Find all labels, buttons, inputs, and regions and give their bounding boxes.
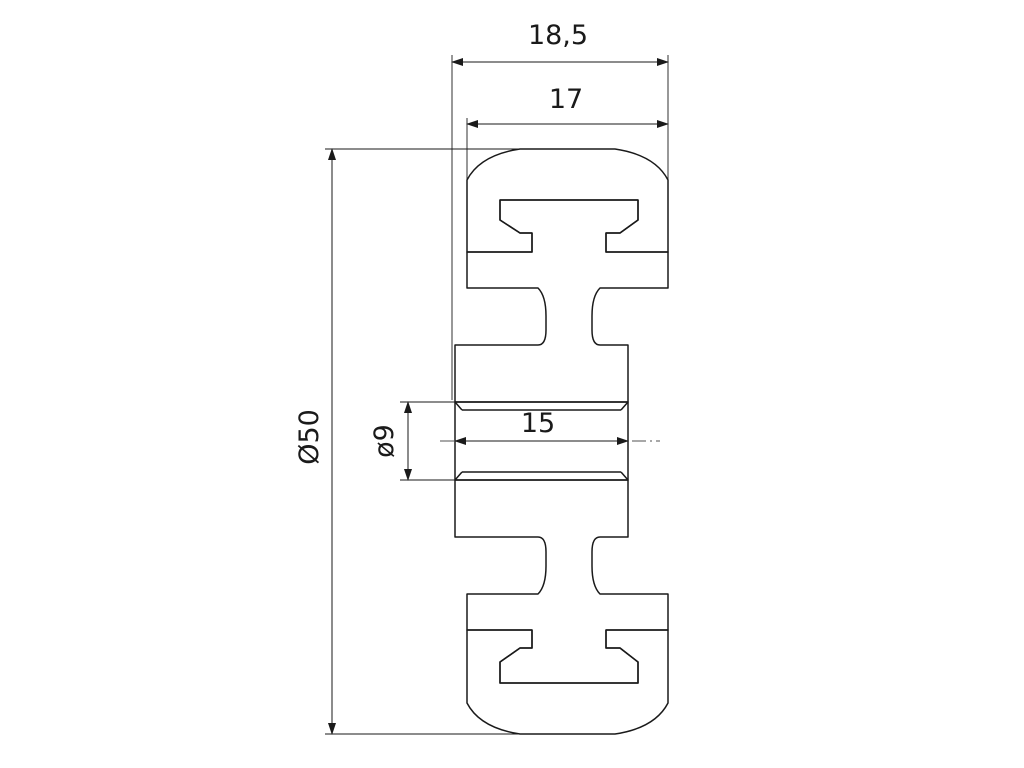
dimension-bore-diameter-label: ø9 [369, 424, 400, 458]
hub-bottom-section [454, 479, 669, 684]
dimension-tread-width-label: 17 [549, 84, 583, 115]
dimension-bore-length: 15 [454, 408, 629, 445]
bore-upper-chamfer-left [454, 401, 463, 411]
hub-top-section [454, 199, 669, 403]
bore-lower-chamfer-right [620, 471, 629, 481]
bore-lower-chamfer-left [454, 471, 463, 481]
dimension-bore-diameter: ø9 [369, 401, 455, 481]
dimension-bore-length-label: 15 [521, 408, 555, 439]
bore-upper-chamfer-right [620, 401, 629, 411]
dimension-tread-width: 17 [466, 84, 669, 250]
dimension-overall-width-label: 18,5 [528, 20, 588, 51]
dimension-wheel-diameter-label: Ø50 [294, 409, 325, 465]
dimension-wheel-diameter: Ø50 [294, 148, 520, 735]
dimension-overall-width: 18,5 [451, 20, 669, 400]
